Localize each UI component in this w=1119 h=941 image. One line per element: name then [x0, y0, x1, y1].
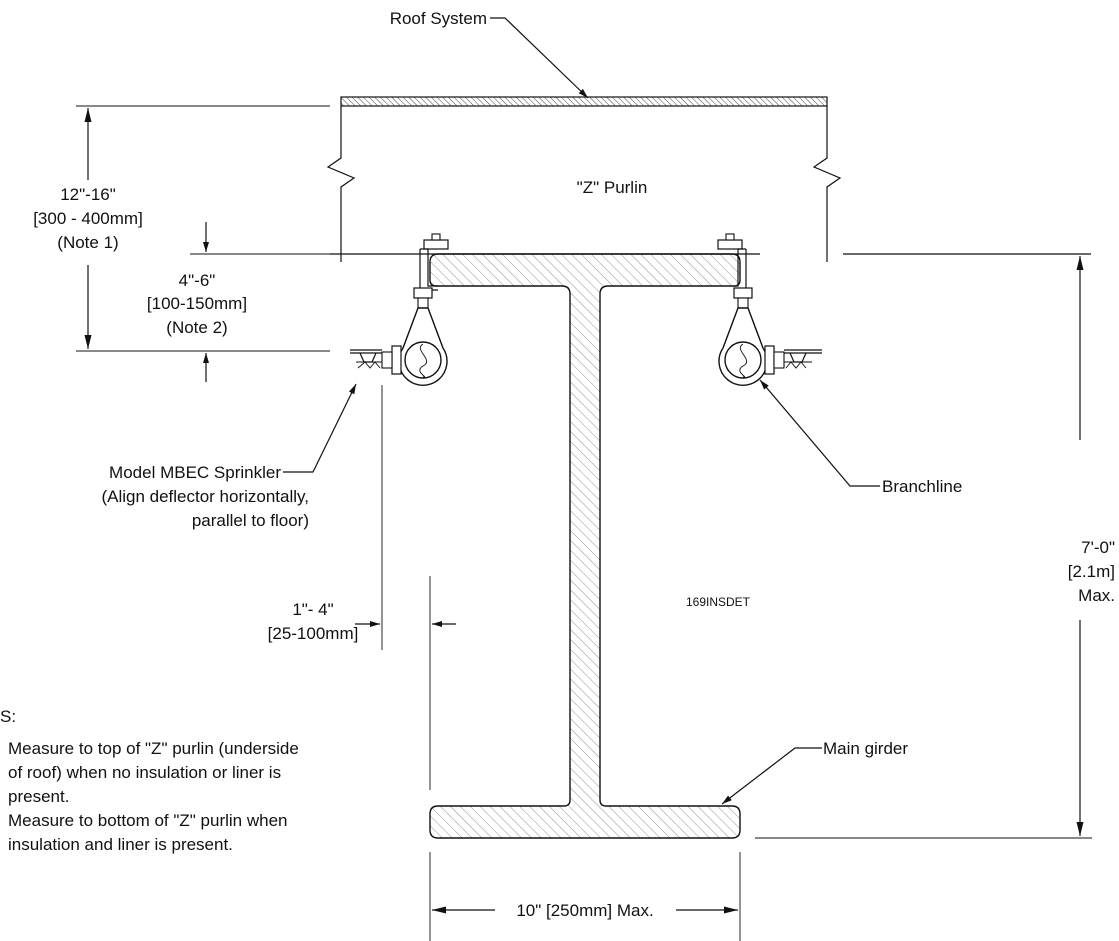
dim-top-line-1: 12"-16": [60, 185, 116, 204]
label-sprinkler-line-2: (Align deflector horizontally,: [101, 487, 309, 506]
label-sprinkler-line-1: Model MBEC Sprinkler: [109, 463, 281, 482]
right-hanger-assembly: [717, 233, 768, 386]
dimension-purlin-to-deflector: [190, 222, 330, 382]
leader-branchline: [759, 379, 880, 487]
drawing-id: 169INSDET: [686, 595, 751, 609]
note-line: insulation and liner is present.: [8, 835, 233, 854]
label-sprinkler-line-3: parallel to floor): [192, 511, 309, 530]
dim-top-line-3: (Note 1): [57, 233, 118, 252]
notes-block: S: Measure to top of "Z" purlin (undersi…: [0, 707, 299, 854]
main-girder-beam: [429, 253, 741, 839]
dim-side-line-2: [25-100mm]: [268, 624, 359, 643]
leader-main-girder: [721, 747, 822, 805]
z-purlin: [326, 106, 1091, 262]
dimension-girder-depth: [755, 256, 1092, 839]
dim-top-line-2: [300 - 400mm]: [33, 209, 143, 228]
left-sprinkler: [350, 345, 402, 375]
dimension-flange-width: [429, 852, 741, 941]
dim-mid-line-3: (Note 2): [166, 318, 227, 337]
label-main-girder: Main girder: [823, 739, 908, 758]
dim-mid-line-1: 4"-6": [179, 271, 216, 290]
roof-deck: [340, 96, 828, 107]
leader-sprinkler: [283, 383, 357, 473]
notes-heading: S:: [0, 707, 16, 726]
dim-bottom-label: 10" [250mm] Max.: [516, 901, 653, 920]
dim-side-line-1: 1"- 4": [292, 600, 333, 619]
leader-roof-system: [490, 17, 589, 99]
note-line: Measure to top of "Z" purlin (underside: [8, 739, 299, 758]
label-roof-system: Roof System: [390, 9, 487, 28]
dim-mid-line-2: [100-150mm]: [147, 294, 247, 313]
right-sprinkler: [764, 345, 822, 375]
dimension-offset-from-girder: [355, 385, 456, 790]
dim-right-line-1: 7'-0": [1081, 538, 1115, 557]
left-hanger-assembly: [398, 233, 449, 386]
note-line: Measure to bottom of "Z" purlin when: [8, 811, 287, 830]
dim-right-line-2: [2.1m]: [1068, 562, 1115, 581]
label-branchline: Branchline: [882, 477, 962, 496]
note-line: present.: [8, 787, 69, 806]
dim-right-line-3: Max.: [1078, 586, 1115, 605]
dimension-roof-to-deflector: [76, 105, 330, 352]
label-z-purlin: "Z" Purlin: [577, 178, 648, 197]
note-line: of roof) when no insulation or liner is: [8, 763, 281, 782]
